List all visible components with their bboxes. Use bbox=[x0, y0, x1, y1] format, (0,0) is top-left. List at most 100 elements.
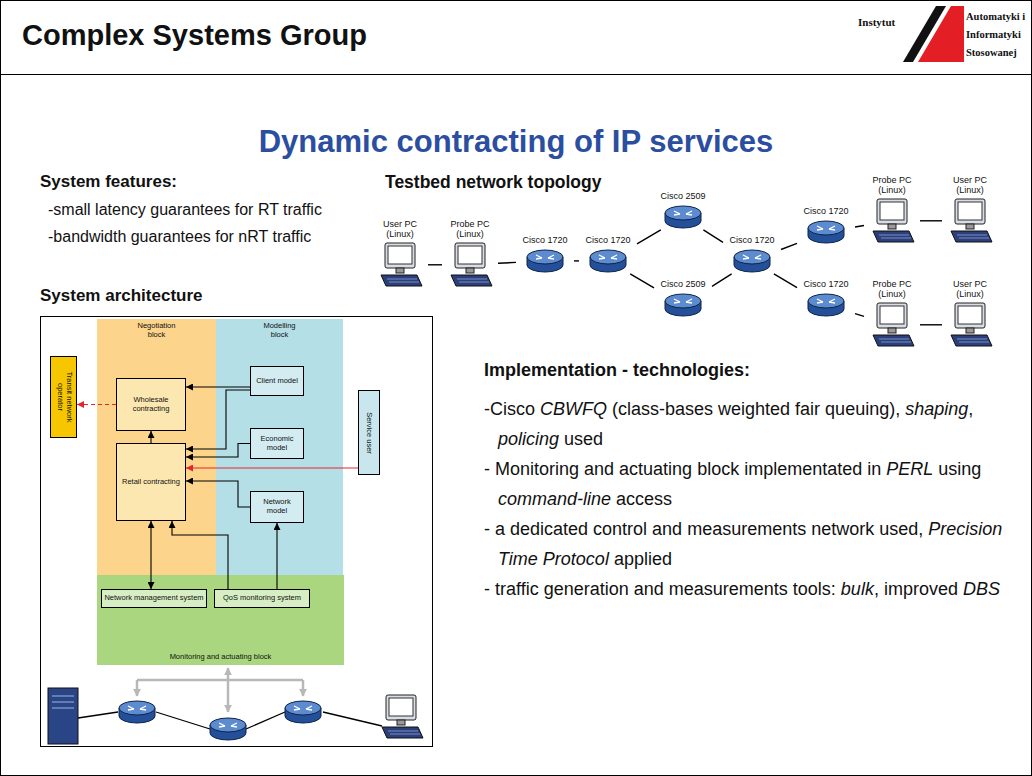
bullet-text: - Monitoring and actuating block impleme… bbox=[484, 459, 886, 479]
connector bbox=[712, 274, 732, 287]
pc-node: Probe PC (Linux) bbox=[864, 280, 920, 348]
connector bbox=[150, 521, 151, 589]
router-node: Cisco 1720 bbox=[723, 236, 781, 274]
block-title: Negotiation block bbox=[132, 322, 182, 339]
connector bbox=[637, 230, 661, 244]
icon-use bbox=[808, 221, 844, 243]
header-title: Complex Systems Group bbox=[22, 19, 367, 51]
process-box: Network management system bbox=[101, 589, 207, 608]
device-label: User PC (Linux) bbox=[947, 280, 993, 300]
process-box: Wholesale contracting bbox=[116, 378, 186, 431]
label-wrap: Complex Systems Group bbox=[22, 18, 367, 53]
pc-icon bbox=[947, 198, 993, 244]
device-label: Probe PC (Linux) bbox=[447, 220, 493, 240]
connector bbox=[150, 431, 151, 443]
connector bbox=[186, 444, 250, 458]
italic-term: bulk bbox=[841, 579, 874, 599]
side-box: Service user bbox=[358, 390, 380, 475]
bullet-text: , bbox=[968, 399, 973, 419]
process-box: Network model bbox=[250, 491, 304, 523]
bullet-text: used bbox=[559, 429, 603, 449]
block-band: Monitoring and actuating blockNetwork ma… bbox=[97, 575, 344, 665]
device-label: Cisco 2509 bbox=[660, 192, 705, 202]
connector bbox=[276, 523, 277, 589]
connector bbox=[428, 264, 442, 265]
connector bbox=[498, 262, 516, 264]
italic-term: policing bbox=[498, 429, 559, 449]
router-icon bbox=[806, 219, 846, 245]
logo-text: Automatyki i Informatyki Stosowanej bbox=[966, 11, 1025, 58]
box-label: Economic model bbox=[253, 435, 301, 452]
label-wrap: System architecture bbox=[40, 286, 203, 306]
bullet-item: - traffic generation and measurements to… bbox=[484, 574, 1004, 604]
router-icon bbox=[525, 248, 565, 274]
device-label: User PC (Linux) bbox=[947, 176, 993, 196]
router-icon bbox=[806, 292, 846, 318]
router-node: Cisco 1720 bbox=[579, 236, 637, 274]
bullet-text: -bandwidth guarantees for nRT traffic bbox=[48, 228, 311, 245]
connector bbox=[186, 390, 250, 449]
icon-use bbox=[734, 250, 770, 272]
block-band: Negotiation blockWholesale contractingRe… bbox=[97, 319, 216, 575]
icon-use bbox=[808, 294, 844, 316]
section-heading: System architecture bbox=[40, 286, 203, 305]
label-wrap: System features: bbox=[40, 172, 177, 192]
connector bbox=[920, 220, 942, 221]
router-node: Cisco 2509 bbox=[654, 192, 712, 230]
connector bbox=[186, 481, 250, 507]
process-box: Economic model bbox=[250, 428, 304, 459]
pc-icon bbox=[869, 302, 915, 348]
icon-use bbox=[381, 243, 422, 286]
connector bbox=[855, 226, 864, 228]
rotated-label: Transit network operator bbox=[55, 360, 72, 434]
bullet-item: - Monitoring and actuating block impleme… bbox=[484, 454, 1004, 514]
icon-use bbox=[951, 199, 992, 242]
icon-use bbox=[527, 250, 563, 272]
process-box: QoS monitoring system bbox=[214, 589, 310, 608]
section-heading: Testbed network topology bbox=[385, 172, 602, 192]
connector bbox=[855, 314, 864, 317]
logo-text: Instytut bbox=[858, 16, 895, 28]
device-label: Cisco 2509 bbox=[660, 280, 705, 290]
italic-term: PERL bbox=[886, 459, 933, 479]
section-heading: System features: bbox=[40, 172, 177, 191]
box-label: Network management system bbox=[104, 594, 203, 603]
bullet-text: - traffic generation and measurements to… bbox=[484, 579, 841, 599]
connector bbox=[630, 274, 654, 288]
bullet-text: - a dedicated control and measurements n… bbox=[484, 519, 928, 539]
router-icon bbox=[663, 292, 703, 318]
bullet-text: , improved bbox=[874, 579, 963, 599]
connector bbox=[77, 404, 116, 405]
router-node: Cisco 1720 bbox=[516, 236, 574, 274]
side-box: Transit network operator bbox=[50, 356, 77, 438]
bullet-item: - a dedicated control and measurements n… bbox=[484, 514, 1004, 574]
connector bbox=[186, 467, 358, 468]
label-wrap: Testbed network topology bbox=[385, 172, 602, 193]
bullet-text: -Cisco bbox=[484, 399, 540, 419]
device-label: Cisco 1720 bbox=[803, 280, 848, 290]
slide-title: Dynamic contracting of IP services bbox=[259, 124, 774, 159]
bullet-list: -Cisco CBWFQ (class-bases weighted fair … bbox=[484, 394, 1004, 604]
connector bbox=[774, 274, 797, 288]
device-label: Probe PC (Linux) bbox=[869, 280, 915, 300]
pc-node: User PC (Linux) bbox=[942, 280, 998, 348]
bullet-text: using bbox=[933, 459, 981, 479]
pc-node: User PC (Linux) bbox=[372, 220, 428, 288]
router-icon bbox=[663, 204, 703, 230]
bullet-text: access bbox=[611, 489, 672, 509]
connector bbox=[920, 324, 942, 325]
italic-term: shaping bbox=[905, 399, 968, 419]
icon-use bbox=[665, 294, 701, 316]
device-label: Cisco 1720 bbox=[522, 236, 567, 246]
process-box: Client model bbox=[250, 366, 304, 396]
bullet-text: applied bbox=[609, 549, 672, 569]
italic-term: CBWFQ bbox=[540, 399, 607, 419]
pc-icon bbox=[377, 242, 423, 288]
title-wrap: Dynamic contracting of IP services bbox=[0, 124, 1032, 160]
box-label: Client model bbox=[256, 377, 298, 386]
bullet-item: -bandwidth guarantees for nRT traffic bbox=[48, 223, 348, 250]
pc-icon bbox=[869, 198, 915, 244]
italic-term: command-line bbox=[498, 489, 611, 509]
icon-use bbox=[873, 199, 914, 242]
